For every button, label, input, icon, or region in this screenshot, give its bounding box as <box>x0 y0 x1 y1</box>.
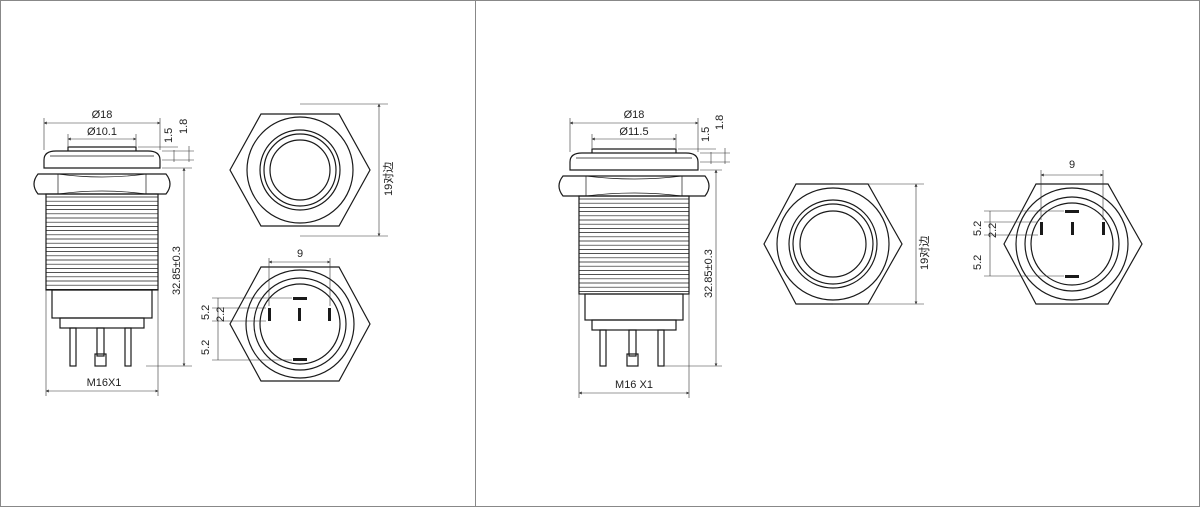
left-dim-5-2-top: 5.2 <box>200 305 212 320</box>
pin-right-icon <box>328 308 331 321</box>
pin-right-icon <box>1102 222 1105 235</box>
left-side-view: Ø18 Ø10.1 1.5 1.8 32.85±0.3 M16X1 <box>33 109 194 396</box>
left-dim-across-flats: 19对边 <box>381 162 395 196</box>
pin-top-icon <box>293 297 307 300</box>
right-dim-1-5: 1.5 <box>700 127 712 142</box>
left-dim-pin-spacing: 9 <box>297 248 303 260</box>
right-dim-5-2-top: 5.2 <box>972 221 984 236</box>
left-dim-thread: M16X1 <box>87 377 122 389</box>
right-dim-dia-outer: Ø18 <box>624 109 645 121</box>
pin-left-icon <box>1040 222 1043 235</box>
left-drawing-panel <box>0 0 476 507</box>
left-dim-1-8: 1.8 <box>178 119 190 134</box>
pin-bottom-icon <box>1065 275 1079 278</box>
right-dim-1-8: 1.8 <box>714 115 726 130</box>
right-dim-dia-inner: Ø11.5 <box>619 126 648 138</box>
right-dim-across-flats: 19对边 <box>917 236 931 270</box>
right-bottom-view: 9 5.2 2.2 5.2 <box>972 159 1143 305</box>
left-bottom-view: 9 5.2 2.2 5.2 <box>200 248 371 382</box>
left-dim-2-2: 2.2 <box>215 307 227 322</box>
left-dim-dia-outer: Ø18 <box>92 109 113 121</box>
left-dim-5-2-bottom: 5.2 <box>200 340 212 355</box>
pin-top-icon <box>1065 210 1079 213</box>
right-dim-pin-spacing: 9 <box>1069 159 1075 171</box>
right-dim-5-2-bottom: 5.2 <box>972 255 984 270</box>
right-side-view: Ø18 Ø11.5 1.5 1.8 32.85±0.3 M16 X1 <box>558 109 730 398</box>
right-front-view: 19对边 <box>763 183 931 305</box>
pin-center-icon <box>1071 222 1074 235</box>
right-dim-2-2: 2.2 <box>987 223 999 238</box>
left-front-view: 19对边 <box>229 103 395 237</box>
left-dim-height: 32.85±0.3 <box>171 246 183 295</box>
right-dim-height: 32.85±0.3 <box>703 249 715 298</box>
right-dim-thread: M16 X1 <box>615 379 653 391</box>
pin-center-icon <box>298 308 301 321</box>
pin-bottom-icon <box>293 358 307 361</box>
thread-lines <box>579 198 689 292</box>
left-dim-dia-inner: Ø10.1 <box>87 126 117 138</box>
thread-lines <box>46 196 158 290</box>
left-dim-1-5: 1.5 <box>163 128 175 143</box>
pin-left-icon <box>268 308 271 321</box>
